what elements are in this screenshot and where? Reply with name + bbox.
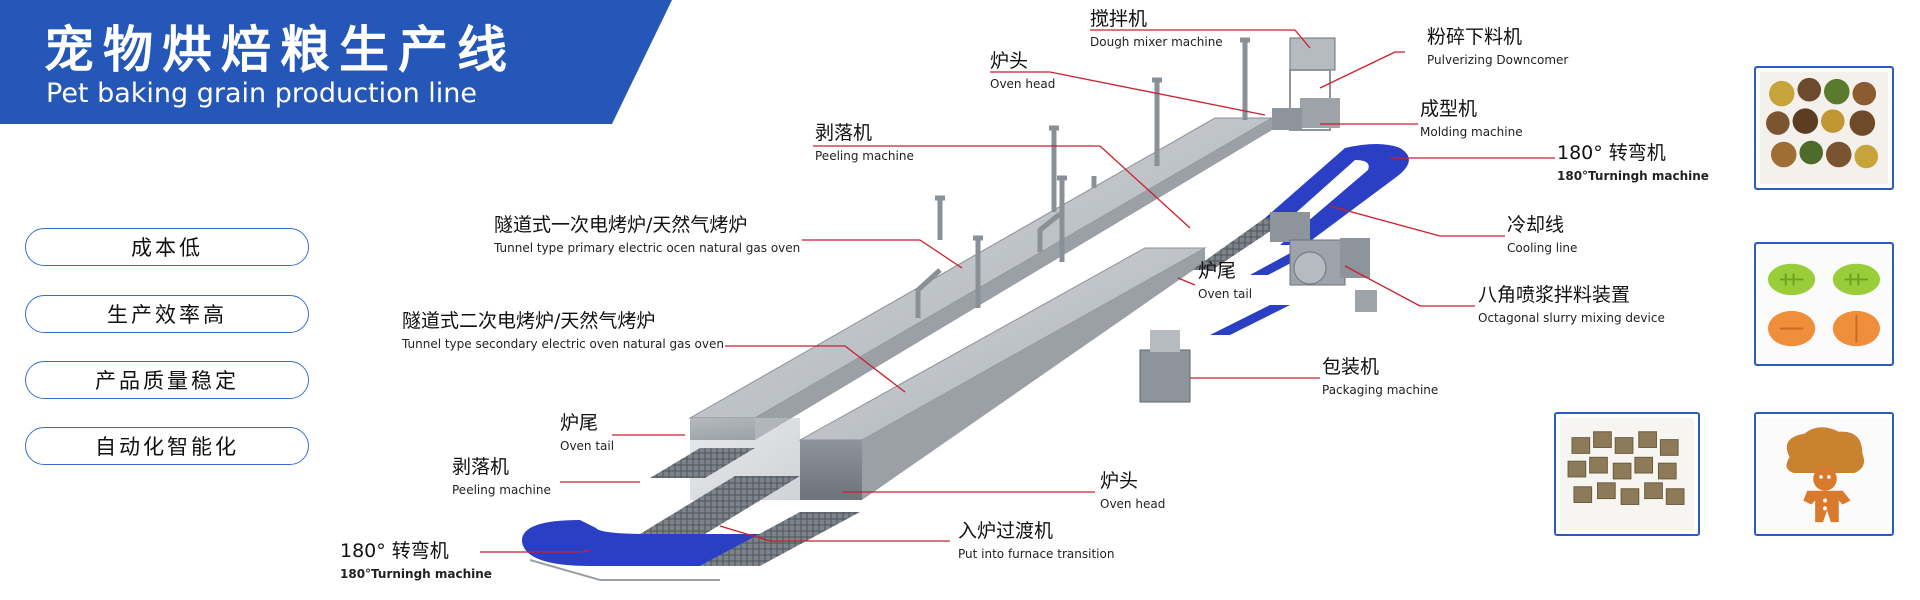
banner-shape (0, 0, 672, 124)
front-turn-conveyor (521, 448, 860, 581)
mixer-and-molder (1272, 37, 1340, 131)
exhaust-chimneys (915, 37, 1250, 318)
feature-quality: 产品质量稳定 (25, 361, 309, 399)
feature-efficiency: 生产效率高 (25, 295, 309, 333)
leader-lines (480, 29, 1555, 553)
feature-low-cost: 成本低 (25, 228, 309, 266)
processing-equipment (1139, 212, 1377, 403)
secondary-tunnel-oven (690, 247, 1207, 500)
header-banner: 宠物烘焙粮生产线 Pet baking grain production lin… (0, 0, 680, 124)
product-image-round-treats (1754, 66, 1894, 190)
product-image-cube-treats (1554, 412, 1700, 536)
product-image-gingerbread-treat (1754, 412, 1894, 536)
page-subtitle: Pet baking grain production line (46, 78, 478, 109)
feature-automation: 自动化智能化 (25, 427, 309, 465)
page-title: 宠物烘焙粮生产线 (44, 21, 516, 79)
product-image-shaped-treats (1754, 242, 1894, 366)
